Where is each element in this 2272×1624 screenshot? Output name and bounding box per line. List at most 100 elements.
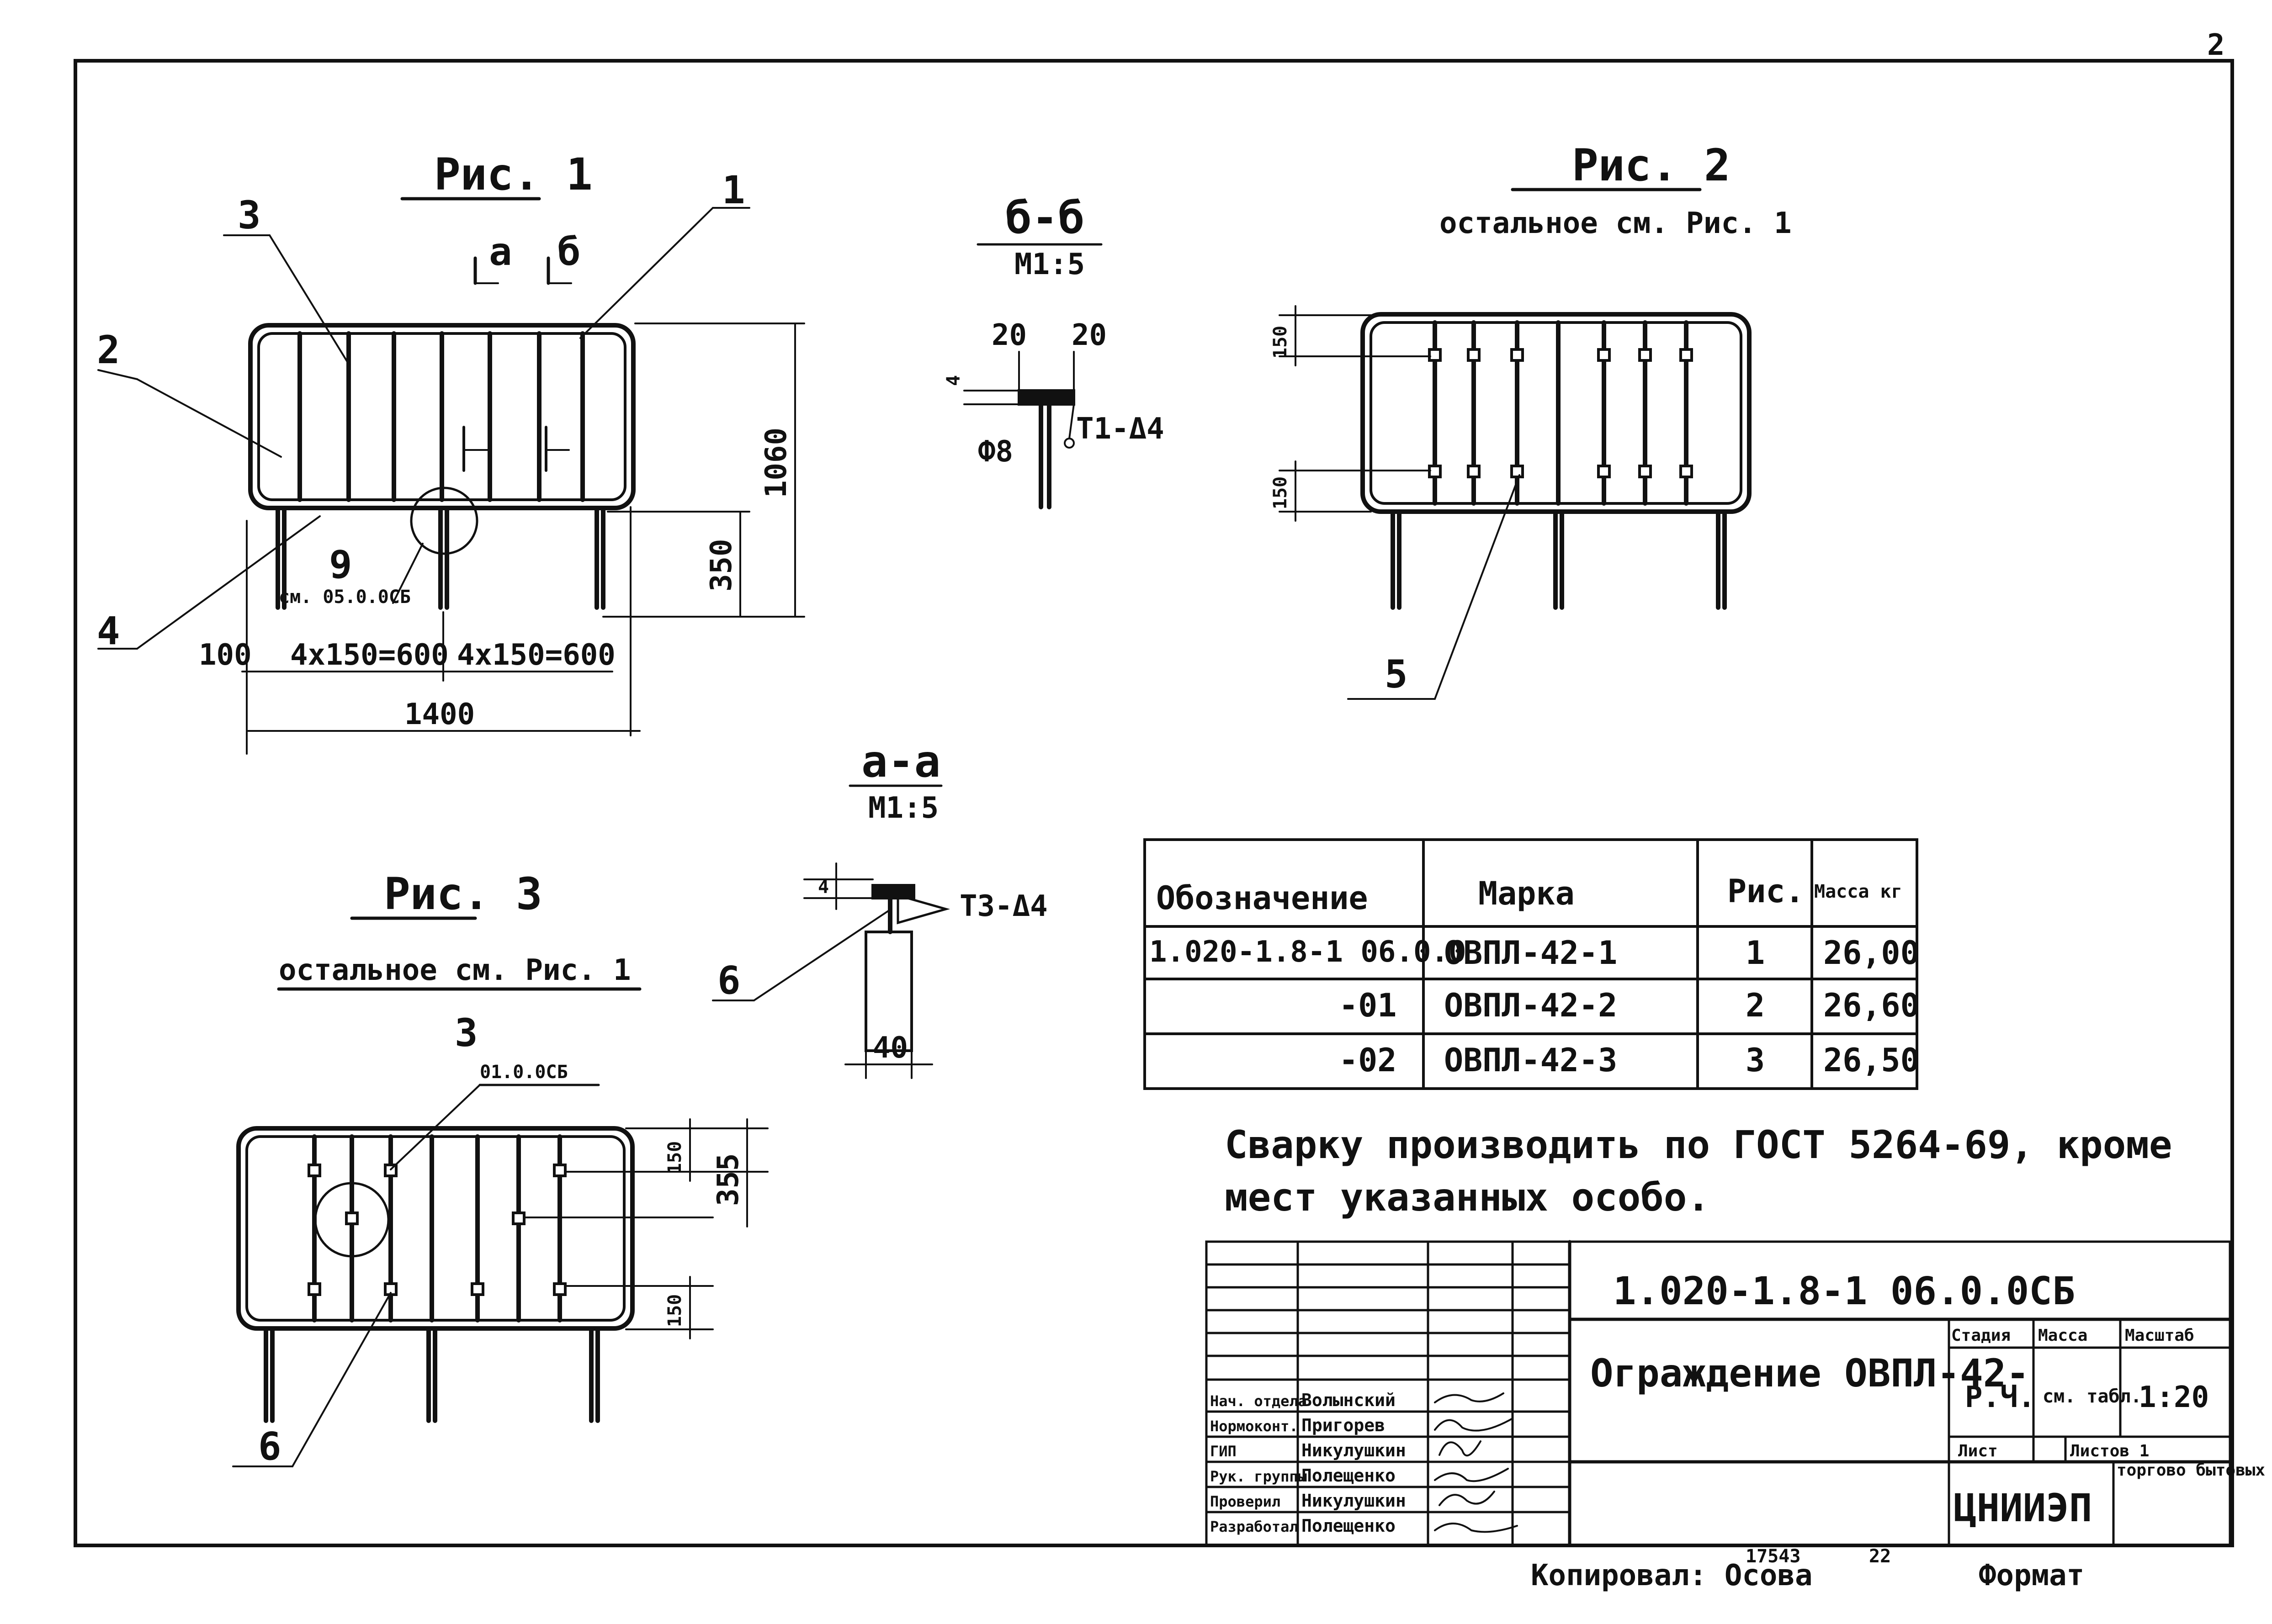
- title-block-staff: Нач. отделаВолынскийНормоконт.ПригоревГИ…: [1210, 1390, 1406, 1536]
- spec-row1-designation: 1.020-1.8-1 06.0.0: [1149, 935, 1466, 969]
- spec-row3-mark: ОВПЛ-42-3: [1444, 1042, 1617, 1079]
- staff-name: Волынский: [1301, 1390, 1396, 1410]
- section-aa-title: а-а: [861, 736, 940, 787]
- spec-table: [1143, 838, 1918, 1090]
- title-block-sheet: Лист: [1958, 1442, 1998, 1460]
- spec-row3-fig: 3: [1746, 1042, 1765, 1079]
- section-bb-rod: Ф8: [978, 435, 1013, 469]
- title-block-scale-header: Масштаб: [2125, 1326, 2194, 1345]
- fig2-studs: [1428, 348, 1693, 478]
- title-block-mass: см. табл.: [2043, 1386, 2142, 1407]
- title-block-org-desc: торгово бытовых зданий и туристских комп…: [2117, 1461, 2272, 1480]
- footer-stamp: 17543: [1746, 1546, 1800, 1567]
- fig1-cut-b: б: [557, 229, 581, 274]
- title-block-name: Ограждение ОВПЛ-42-: [1590, 1351, 2029, 1396]
- spec-row2-mark: ОВПЛ-42-2: [1444, 987, 1617, 1024]
- section-bb-scale: М1:5: [1014, 248, 1085, 281]
- title-block-sheets: Листов 1: [2070, 1442, 2149, 1460]
- fig1-node-9-ref: см. 05.0.0СБ: [279, 587, 411, 608]
- fig1-dim-total: 1400: [404, 698, 475, 731]
- section-bb-dim-w2: 20: [1072, 318, 1107, 352]
- title-block-stage-header: Стадия: [1951, 1326, 2011, 1345]
- fig3-subtitle: остальное см. Рис. 1: [279, 953, 631, 987]
- section-bb-weld: Т1-Δ4: [1076, 412, 1164, 446]
- staff-role: Рук. группы: [1210, 1468, 1307, 1485]
- staff-name: Полещенко: [1301, 1516, 1396, 1536]
- section-aa-dim-t: 4: [818, 877, 829, 898]
- fig2-dim-bottom: 150: [1270, 476, 1291, 509]
- section-bb-dim-t: 4: [943, 375, 964, 386]
- staff-role: Разработал: [1210, 1518, 1298, 1535]
- fig1-dim-height: 1060: [759, 428, 793, 498]
- fig3-dim-top: 150: [664, 1141, 685, 1174]
- welding-note-line2: мест указанных особо.: [1225, 1175, 1710, 1220]
- staff-name: Никулушкин: [1301, 1440, 1406, 1460]
- fig3-node-3-ref: 01.0.0СБ: [480, 1062, 568, 1083]
- spec-row2-mass: 26,60: [1823, 987, 1920, 1024]
- fig3-pos-6: 6: [258, 1424, 281, 1469]
- section-aa-drawing: [712, 784, 950, 1079]
- staff-role: ГИП: [1210, 1443, 1237, 1460]
- fig1-drawing: [248, 323, 636, 610]
- fig1-pos-4: 4: [97, 608, 120, 653]
- spec-row1-mark: ОВПЛ-42-1: [1444, 934, 1617, 972]
- fig1-cut-a: а: [489, 229, 512, 274]
- spec-row3-mass: 26,50: [1823, 1042, 1920, 1079]
- spec-header-mark: Марка: [1478, 875, 1575, 912]
- spec-row1-fig: 1: [1746, 934, 1765, 972]
- fig2-subtitle: остальное см. Рис. 1: [1439, 206, 1792, 240]
- title-block-scale: 1:20: [2139, 1381, 2209, 1414]
- welding-note-line1: Сварку производить по ГОСТ 5264-69, кром…: [1225, 1122, 2172, 1167]
- fig2-dimension-lines: [1279, 188, 1702, 700]
- section-aa-scale: М1:5: [868, 791, 939, 825]
- fig1-pos-1: 1: [722, 168, 745, 212]
- title-block-mass-header: Масса: [2038, 1326, 2087, 1345]
- spec-header-mass: Масса кг: [1814, 881, 1902, 902]
- fig3-dim-mid: 355: [711, 1153, 745, 1206]
- staff-role: Нач. отдела: [1210, 1392, 1307, 1410]
- section-bb-title: б-б: [1005, 192, 1084, 243]
- section-aa-pos-6: 6: [717, 958, 741, 1003]
- title-block-doc-code: 1.020-1.8-1 06.0.0СБ: [1613, 1269, 2075, 1313]
- fig3-title: Рис. 3: [384, 868, 542, 920]
- fig2-dim-top: 150: [1270, 326, 1291, 359]
- fig2-title: Рис. 2: [1572, 140, 1731, 191]
- fig1-pos-3: 3: [238, 193, 261, 238]
- fig1-dim-leg: 350: [705, 539, 738, 592]
- title-block: [1205, 1240, 2232, 1547]
- fig1-title: Рис. 1: [434, 149, 593, 200]
- fig3-dimension-lines: [232, 916, 769, 1467]
- fig1-node-9: 9: [329, 542, 352, 587]
- fig3-node-3: 3: [455, 1010, 478, 1055]
- fig1-dim-left: 100: [199, 638, 252, 672]
- title-block-stage: Р.Ч.: [1965, 1381, 2035, 1414]
- footer-format: Формат: [1979, 1559, 2084, 1592]
- title-block-signatures: [1434, 1392, 1518, 1533]
- spec-header-designation: Обозначение: [1156, 879, 1368, 917]
- staff-name: Никулушкин: [1301, 1491, 1406, 1511]
- section-aa-weld: Т3-Δ4: [960, 889, 1048, 923]
- section-bb-dim-w1: 20: [992, 318, 1027, 352]
- section-bb-drawing: [963, 243, 1103, 509]
- fig3-drawing: [236, 1126, 635, 1423]
- sheet-frame: [74, 59, 2234, 1547]
- fig3-dim-bottom: 150: [664, 1294, 685, 1327]
- fig3-studs: [308, 1164, 567, 1296]
- fig2-pos-5: 5: [1385, 652, 1408, 697]
- footer-num: 22: [1869, 1546, 1891, 1567]
- staff-name: Пригорев: [1301, 1415, 1385, 1435]
- staff-name: Полещенко: [1301, 1465, 1396, 1486]
- page-number: 2: [2207, 28, 2225, 62]
- spec-row2-designation: -01: [1339, 987, 1396, 1024]
- staff-role: Проверил: [1210, 1493, 1280, 1510]
- spec-row2-fig: 2: [1746, 987, 1765, 1024]
- fig1-dim-seg2: 4х150=600: [457, 638, 616, 672]
- fig1-dimension-lines: [97, 197, 805, 755]
- footer-copied: Копировал: Осова: [1531, 1559, 1813, 1592]
- section-aa-dim-w: 40: [873, 1031, 908, 1065]
- staff-role: Нормоконт.: [1210, 1418, 1298, 1435]
- spec-row3-designation: -02: [1339, 1042, 1396, 1079]
- title-block-org: ЦНИИЭП: [1953, 1486, 2092, 1530]
- fig1-pos-2: 2: [97, 328, 120, 372]
